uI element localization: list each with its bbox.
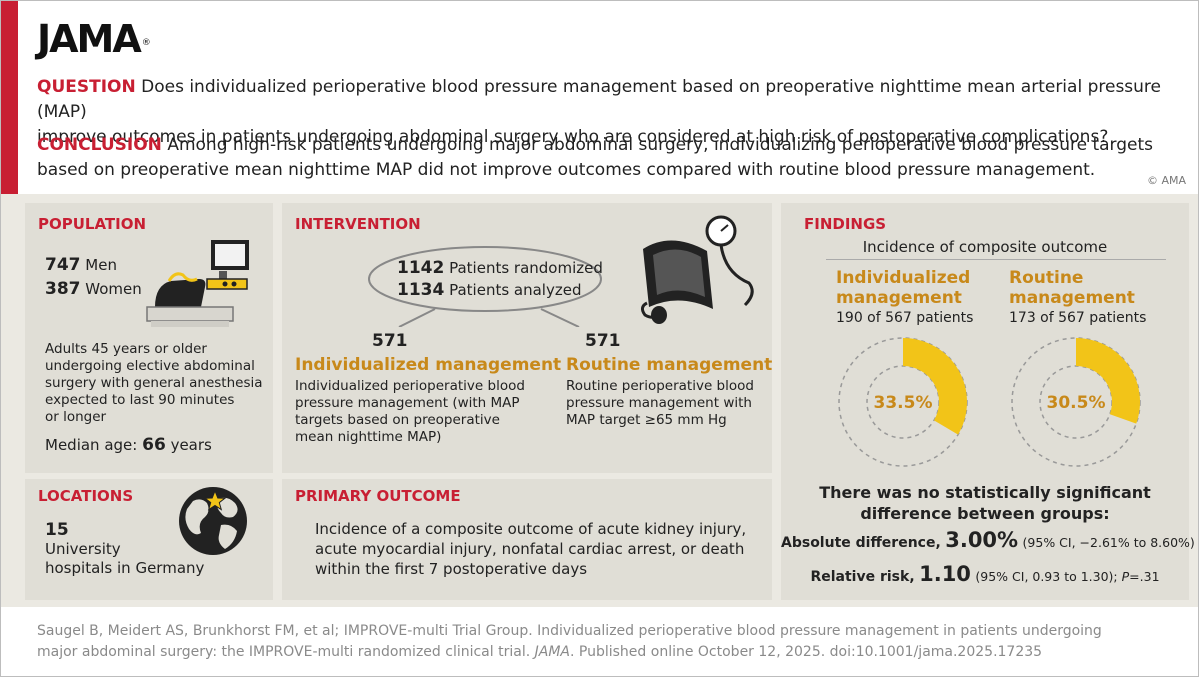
jama-logo: JAMA® <box>37 17 151 61</box>
question-block: QUESTION Does individualized perioperati… <box>37 75 1167 150</box>
primary-outcome-title: PRIMARY OUTCOME <box>295 487 461 505</box>
findings-divider <box>826 259 1166 260</box>
conclusion-line-1: Among high-risk patients undergoing majo… <box>167 135 1154 155</box>
arm-1-description: Individualized perioperative blood press… <box>295 378 525 445</box>
question-label: QUESTION <box>37 77 136 97</box>
women-count: 387 Women <box>45 279 142 299</box>
randomized-count: 1142 Patients randomized <box>397 258 603 278</box>
conclusion-block: CONCLUSION Among high-risk patients unde… <box>37 133 1167 183</box>
donut-chart-2: 30.5% <box>1011 337 1141 467</box>
randomization-diagram <box>368 246 602 327</box>
blood-pressure-cuff-icon <box>640 215 754 324</box>
copyright: © AMA <box>1146 174 1186 187</box>
globe-icon <box>179 487 247 555</box>
question-line-2: improve outcomes in patients undergoing … <box>37 127 1109 147</box>
locations-text: 15 University hospitals in Germany <box>45 520 205 578</box>
donut-chart-1: 33.5% <box>838 337 968 467</box>
intervention-title: INTERVENTION <box>295 215 421 233</box>
group-2-name: Routine management <box>1009 268 1135 308</box>
donut-2-label: 30.5% <box>1047 393 1106 413</box>
median-age: Median age: 66 years <box>45 435 212 455</box>
arm-1-name: Individualized management <box>295 355 562 375</box>
findings-subtitle: Incidence of composite outcome <box>862 238 1108 256</box>
men-count: 747 Men <box>45 255 117 275</box>
analyzed-count: 1134 Patients analyzed <box>397 280 582 300</box>
absolute-difference: Absolute difference, 3.00% (95% CI, −2.6… <box>781 528 1195 552</box>
question-line-1: Does individualized perioperative blood … <box>37 77 1162 122</box>
group-1-patients: 190 of 567 patients <box>836 310 974 326</box>
findings-title: FINDINGS <box>804 215 887 233</box>
primary-outcome-panel <box>282 479 772 600</box>
arm-2-name: Routine management <box>566 355 773 375</box>
primary-outcome-text: Incidence of a composite outcome of acut… <box>315 520 747 578</box>
donut-2-segment <box>1076 338 1140 424</box>
conclusion-label: CONCLUSION <box>37 135 162 155</box>
relative-risk: Relative risk, 1.10 (95% CI, 0.93 to 1.3… <box>810 562 1160 586</box>
donut-1-segment <box>903 338 967 435</box>
conclusion-line-2: based on preoperative mean nighttime MAP… <box>37 160 1096 180</box>
population-description: Adults 45 years or older undergoing elec… <box>45 341 263 425</box>
citation: Saugel B, Meidert AS, Brunkhorst FM, et … <box>37 623 1102 660</box>
donut-1-label: 33.5% <box>874 393 933 413</box>
arm-1-count: 571 <box>372 331 408 351</box>
locations-title: LOCATIONS <box>38 487 134 505</box>
arm-2-description: Routine perioperative blood pressure man… <box>566 378 754 428</box>
arm-2-count: 571 <box>585 331 621 351</box>
group-2-patients: 173 of 567 patients <box>1009 310 1147 326</box>
findings-summary: There was no statistically significant d… <box>819 483 1151 523</box>
population-title: POPULATION <box>38 215 147 233</box>
operating-table-icon <box>146 240 249 327</box>
group-1-name: Individualized management <box>836 268 971 308</box>
